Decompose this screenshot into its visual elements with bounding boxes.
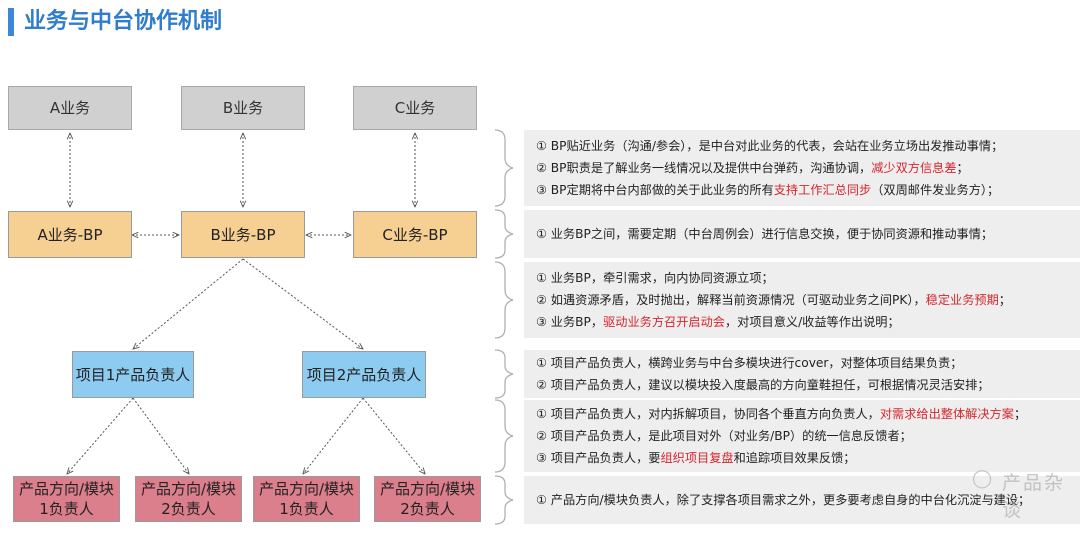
node-business-c: C业务 bbox=[353, 86, 477, 130]
node-p2-module-1: 产品方向/模块 1负责人 bbox=[253, 476, 360, 522]
title-accent-bar bbox=[8, 8, 14, 36]
desc-line: ② 如遇资源矛盾，及时抛出，解释当前资源情况（可驱动业务之间PK），稳定业务预期… bbox=[536, 293, 1011, 307]
brace-g6 bbox=[494, 475, 514, 525]
page-title: 业务与中台协作机制 bbox=[24, 9, 223, 34]
node-line-2: 2负责人 bbox=[400, 500, 455, 518]
node-line-2: 1负责人 bbox=[279, 500, 334, 518]
link-pm1-m1-2 bbox=[132, 397, 189, 474]
desc-line: ③ BP定期将中台内部做的关于此业务的所有支持工作汇总同步（双周邮件发业务方）； bbox=[536, 183, 1000, 197]
node-p1-module-1: 产品方向/模块 1负责人 bbox=[13, 476, 120, 522]
wechat-icon: ◯ bbox=[972, 468, 993, 489]
node-p1-module-2: 产品方向/模块 2负责人 bbox=[135, 476, 242, 522]
desc-group-business-bp: ① BP贴近业务（沟通/参会），是中台对此业务的代表，会站在业务立场出发推动事情… bbox=[524, 130, 1080, 206]
desc-group-bp-demand: ① 业务BP，牵引需求，向内协同资源立项； ② 如遇资源矛盾，及时抛出，解释当前… bbox=[524, 262, 1080, 338]
node-project2-pm: 项目2产品负责人 bbox=[302, 351, 426, 398]
node-business-a: A业务 bbox=[8, 86, 132, 130]
node-line-2: 1负责人 bbox=[39, 500, 94, 518]
node-line-1: 产品方向/模块 bbox=[140, 480, 237, 498]
desc-group-pm-duties: ① 项目产品负责人，对内拆解项目，协同各个垂直方向负责人，对需求给出整体解决方案… bbox=[524, 400, 1080, 472]
link-pm2-m2-2 bbox=[362, 397, 425, 474]
desc-line: ① 业务BP之间，需要定期（中台周例会）进行信息交换，便于协同资源和推动事情； bbox=[536, 227, 994, 241]
desc-line: ① BP贴近业务（沟通/参会），是中台对此业务的代表，会站在业务立场出发推动事情… bbox=[536, 139, 1004, 153]
desc-group-bp-exchange: ① 业务BP之间，需要定期（中台周例会）进行信息交换，便于协同资源和推动事情； bbox=[524, 210, 1080, 258]
brace-g4 bbox=[494, 349, 514, 399]
brace-g1 bbox=[494, 129, 514, 207]
brace-g3 bbox=[494, 261, 514, 339]
node-line-1: 产品方向/模块 bbox=[258, 480, 355, 498]
brace-g5 bbox=[494, 399, 514, 473]
desc-line: ③ 项目产品负责人，要组织项目复盘和追踪项目效果反馈； bbox=[536, 451, 856, 465]
link-pm2-m2-1 bbox=[303, 397, 364, 474]
node-line-1: 产品方向/模块 bbox=[379, 480, 476, 498]
node-p2-module-2: 产品方向/模块 2负责人 bbox=[374, 476, 481, 522]
desc-line: ② 项目产品负责人，建议以模块投入度最高的方向童鞋担任，可根据情况灵活安排； bbox=[536, 378, 990, 392]
node-project1-pm: 项目1产品负责人 bbox=[72, 351, 194, 398]
desc-line: ① 业务BP，牵引需求，向内协同资源立项； bbox=[536, 271, 774, 285]
node-line-2: 2负责人 bbox=[161, 500, 216, 518]
node-bp-b: B业务-BP bbox=[181, 211, 305, 258]
desc-line: ③ 业务BP，驱动业务方召开启动会，对项目意义/收益等作出说明； bbox=[536, 315, 900, 329]
node-bp-a: A业务-BP bbox=[8, 211, 132, 258]
link-bp-b-pm1 bbox=[133, 258, 244, 349]
desc-line: ① 项目产品负责人，对内拆解项目，协同各个垂直方向负责人，对需求给出整体解决方案… bbox=[536, 407, 1027, 421]
desc-group-module-owner: ① 产品方向/模块负责人，除了支撑各项目需求之外，更多要考虑自身的中台化沉淀与建… bbox=[524, 476, 1080, 524]
desc-line: ② 项目产品负责人，是此项目对外（对业务/BP）的统一信息反馈者； bbox=[536, 429, 912, 443]
desc-line: ② BP职责是了解业务一线情况以及提供中台弹药，沟通协调，减少双方信息差； bbox=[536, 161, 969, 175]
node-bp-c: C业务-BP bbox=[353, 211, 477, 258]
desc-line: ① 项目产品负责人，横跨业务与中台多模块进行cover，对整体项目结果负责； bbox=[536, 356, 963, 370]
desc-line: ① 产品方向/模块负责人，除了支撑各项目需求之外，更多要考虑自身的中台化沉淀与建… bbox=[536, 493, 1031, 507]
watermark-text: 产品杂谈 bbox=[1002, 472, 1066, 521]
link-bp-b-pm2 bbox=[242, 258, 363, 349]
desc-group-pm-role: ① 项目产品负责人，横跨业务与中台多模块进行cover，对整体项目结果负责； ②… bbox=[524, 350, 1080, 398]
brace-g2 bbox=[494, 209, 514, 259]
node-business-b: B业务 bbox=[181, 86, 305, 130]
link-pm1-m1-1 bbox=[67, 397, 134, 474]
node-line-1: 产品方向/模块 bbox=[18, 480, 115, 498]
